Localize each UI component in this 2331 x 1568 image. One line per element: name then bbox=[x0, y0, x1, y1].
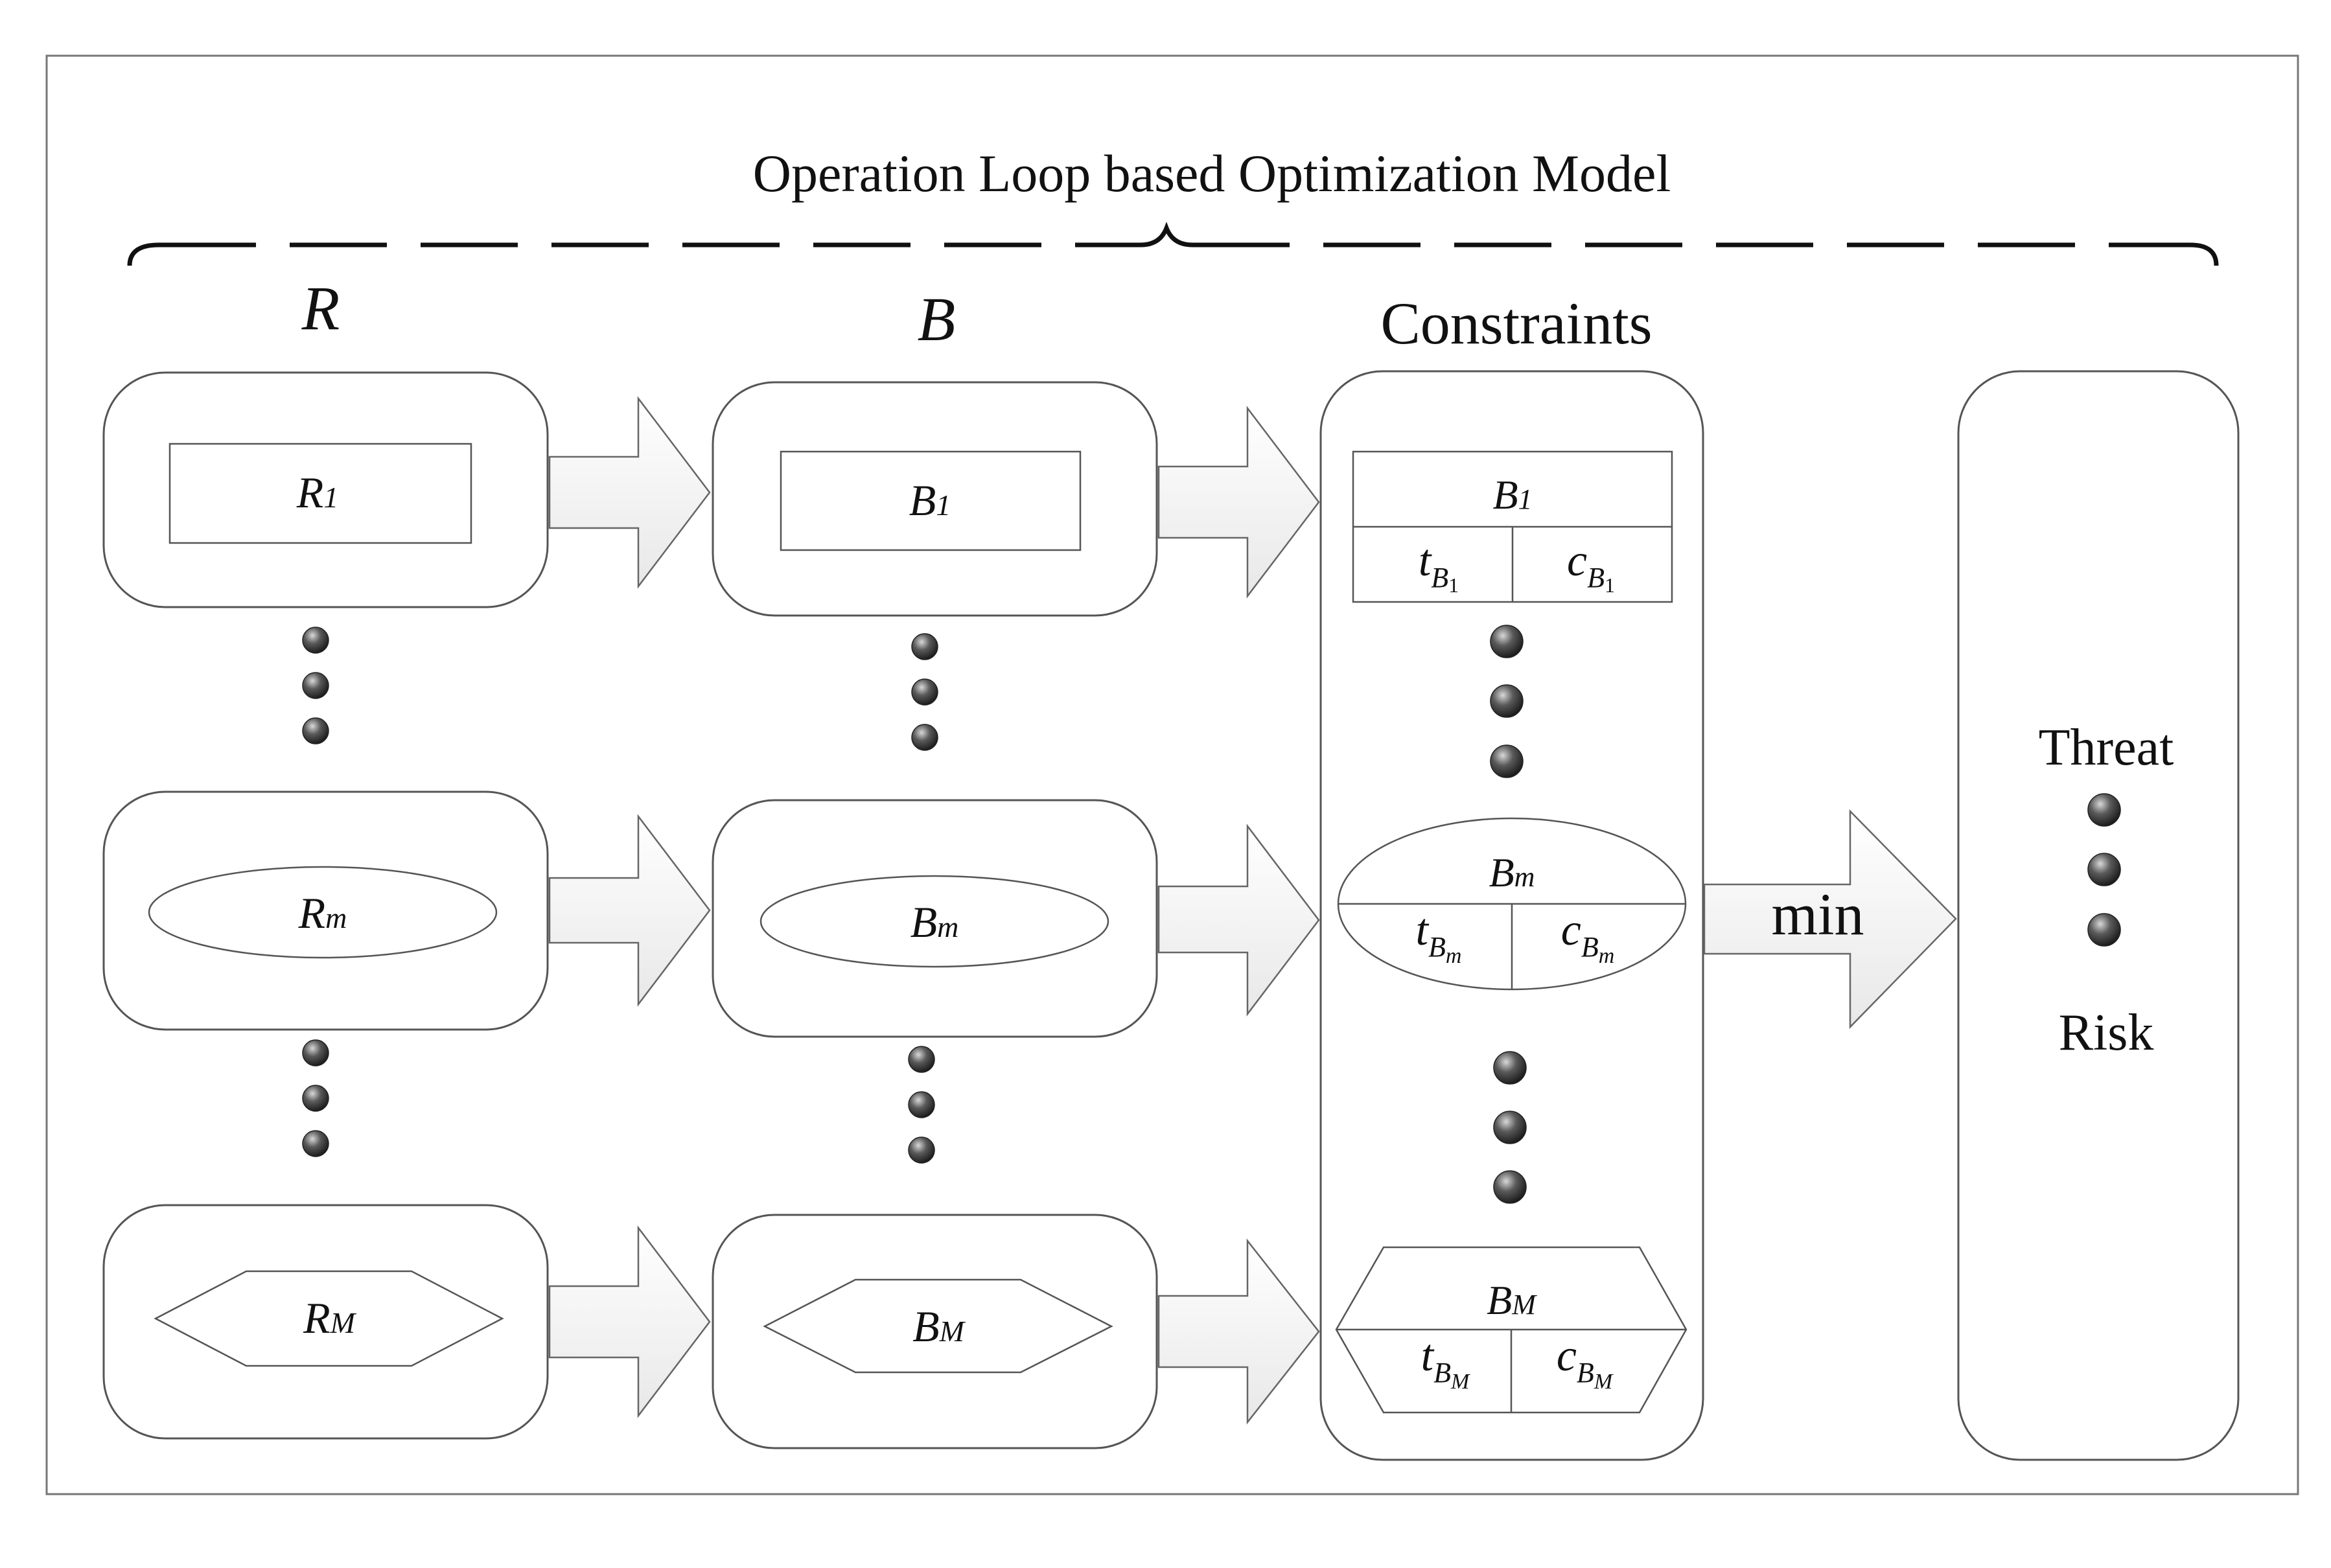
r-block-3: RM bbox=[102, 1204, 549, 1440]
dot-icon bbox=[1490, 744, 1524, 778]
dot-icon bbox=[1490, 684, 1524, 718]
column-header-r: R bbox=[301, 273, 340, 343]
column-header-constraints: Constraints bbox=[1380, 290, 1652, 356]
dot-icon bbox=[911, 678, 938, 706]
title-brace bbox=[127, 222, 2219, 266]
dot-icon bbox=[908, 1136, 935, 1164]
dot-icon bbox=[1493, 1051, 1527, 1085]
dot-icon bbox=[1490, 625, 1524, 658]
constraint-1-c: cB1 bbox=[1567, 536, 1615, 597]
threat-label: Threat bbox=[2039, 719, 2174, 776]
dot-icon bbox=[908, 1046, 935, 1073]
constraint-M: BM tBM cBM bbox=[1335, 1246, 1687, 1414]
dot-icon bbox=[302, 672, 329, 699]
r-block-2: Rm bbox=[102, 790, 549, 1031]
arrow-rM-to-bM bbox=[548, 1225, 711, 1418]
rM-hexagon bbox=[154, 1270, 504, 1367]
b-block-3: BM bbox=[712, 1214, 1158, 1449]
dot-icon bbox=[302, 717, 329, 744]
diagram-title: Operation Loop based Optimization Model bbox=[753, 144, 1671, 203]
constraint-m-title: Bm bbox=[1489, 849, 1535, 895]
arrow-r1-to-b1 bbox=[548, 396, 711, 589]
rm-ellipse bbox=[148, 866, 498, 959]
arrow-bM-to-constraints bbox=[1157, 1238, 1320, 1425]
risk-label: Risk bbox=[2059, 1004, 2154, 1061]
arrow-b1-to-constraints bbox=[1157, 406, 1320, 599]
constraint-1-t: tB1 bbox=[1419, 536, 1459, 597]
min-arrow bbox=[1703, 809, 1957, 1030]
dot-icon bbox=[2087, 853, 2121, 886]
dot-icon bbox=[911, 724, 938, 751]
b-block-2: Bm bbox=[712, 799, 1158, 1038]
r1-label: R1 bbox=[296, 468, 339, 517]
ellipsis-dots bbox=[302, 625, 2121, 1204]
arrow-rm-to-bm bbox=[548, 814, 711, 1007]
constraint-m-c: cBm bbox=[1561, 905, 1615, 968]
constraint-m: Bm tBm cBm bbox=[1337, 817, 1687, 991]
dot-icon bbox=[1493, 1170, 1527, 1204]
dot-icon bbox=[2087, 913, 2121, 947]
dot-icon bbox=[1493, 1111, 1527, 1144]
constraint-1: B1 tB1 cB1 bbox=[1352, 450, 1673, 603]
arrow-bm-to-constraints bbox=[1157, 824, 1320, 1017]
b1-rectangle bbox=[780, 450, 1082, 551]
constraint-M-c: cBM bbox=[1557, 1331, 1614, 1394]
outer-frame bbox=[45, 54, 2299, 1495]
dot-icon bbox=[2087, 793, 2121, 827]
rm-label: Rm bbox=[298, 888, 347, 938]
bm-ellipse bbox=[760, 875, 1109, 968]
dot-icon bbox=[302, 1130, 329, 1157]
dot-icon bbox=[302, 1085, 329, 1112]
dot-icon bbox=[911, 633, 938, 660]
dot-icon bbox=[302, 627, 329, 654]
bM-hexagon bbox=[763, 1278, 1113, 1374]
r1-rectangle bbox=[168, 443, 472, 544]
b-block-1: B1 bbox=[712, 381, 1158, 617]
dot-icon bbox=[908, 1091, 935, 1118]
constraint-m-t: tBm bbox=[1416, 905, 1462, 968]
b1-label: B1 bbox=[909, 476, 951, 525]
bM-label: BM bbox=[912, 1302, 966, 1351]
column-header-b: B bbox=[918, 284, 956, 354]
dot-icon bbox=[302, 1039, 329, 1066]
constraint-1-title: B1 bbox=[1492, 472, 1532, 518]
rM-label: RM bbox=[303, 1293, 357, 1343]
r-block-1: R1 bbox=[102, 371, 549, 608]
min-label: min bbox=[1771, 881, 1864, 947]
bm-label: Bm bbox=[910, 897, 959, 947]
constraint-M-title: BM bbox=[1487, 1277, 1537, 1323]
constraint-M-t: tBM bbox=[1421, 1331, 1470, 1394]
